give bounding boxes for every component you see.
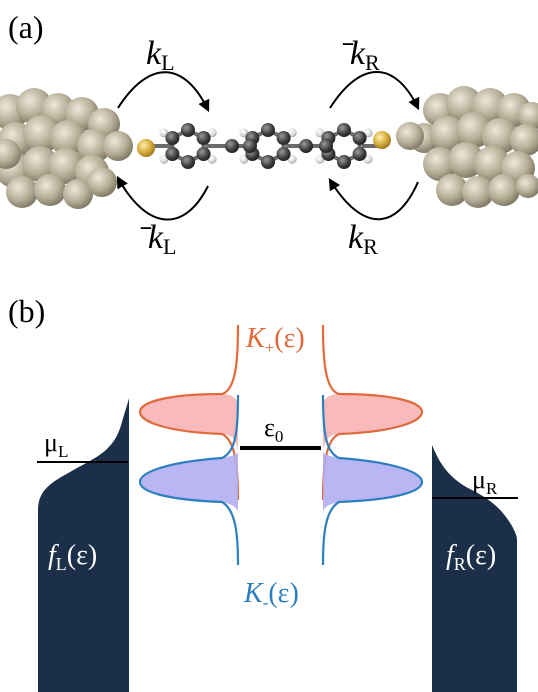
gold-atom <box>87 167 117 197</box>
gold-atom <box>103 131 133 161</box>
K-minus-left <box>138 394 240 566</box>
label-mu-L: μL <box>44 428 68 461</box>
molecule <box>137 123 391 169</box>
carbon-atom <box>243 139 257 153</box>
carbon-atom <box>337 155 351 169</box>
gold-atom <box>462 176 494 208</box>
carbon-atom <box>352 131 367 145</box>
gold-atom <box>436 174 468 206</box>
arrow-k-L <box>117 71 210 113</box>
label-f-L: fL(ε) <box>48 540 97 574</box>
label-f-L-symbol: f <box>48 540 59 571</box>
arrow-kbar-R <box>329 71 420 111</box>
K-plus-left <box>138 324 240 501</box>
label-k-L: kL <box>146 35 175 75</box>
arrow-k-R <box>328 177 419 221</box>
carbon-atom <box>299 139 313 153</box>
label-K-plus: K+(ε) <box>245 323 305 357</box>
carbon-atom <box>225 139 239 153</box>
K-plus-right <box>321 324 424 501</box>
label-kbar-L-sub: L <box>163 234 176 259</box>
label-kbar-R-symbol: k <box>350 35 366 72</box>
label-f-L-sub: L <box>56 554 67 574</box>
label-kbar-L-symbol: k <box>148 219 164 256</box>
label-K-minus-arg: (ε) <box>268 578 298 609</box>
carbon-atom <box>165 131 180 145</box>
fermi-right <box>432 445 517 692</box>
gold-atom <box>63 179 93 209</box>
label-f-R-sub: R <box>454 554 466 574</box>
label-K-minus-symbol: K <box>243 578 264 609</box>
carbon-atom <box>181 155 195 169</box>
label-f-R-arg: (ε) <box>466 540 496 571</box>
label-kbar-R-sub: R <box>365 50 380 75</box>
gold-atom <box>510 124 538 156</box>
label-f-L-arg: (ε) <box>67 540 97 571</box>
label-kbar-L: k̄L <box>140 219 176 259</box>
sulfur-atom <box>373 131 391 149</box>
gold-atom <box>0 139 21 169</box>
label-mu-R: μR <box>472 465 498 498</box>
label-mu-L-symbol: μ <box>44 428 58 457</box>
gold-atom <box>488 174 520 206</box>
gold-atom <box>474 146 510 182</box>
gold-atom <box>396 122 424 150</box>
label-mu-L-sub: L <box>58 442 68 461</box>
label-kbar-R: k̄R <box>342 35 380 75</box>
gold-atom <box>6 176 38 208</box>
carbon-atom <box>165 147 180 161</box>
label-epsilon0: ε0 <box>264 413 283 446</box>
left-electrode <box>0 88 133 209</box>
label-K-plus-sub: + <box>265 338 275 357</box>
label-k-L-symbol: k <box>146 35 162 72</box>
gold-atom <box>34 174 66 206</box>
label-K-minus-sub: - <box>263 593 269 612</box>
carbon-atom <box>337 123 351 137</box>
label-epsilon0-sub: 0 <box>275 427 284 446</box>
carbon-atom <box>196 131 211 145</box>
right-electrode <box>396 86 538 208</box>
K-minus-right <box>321 394 424 566</box>
carbon-atom <box>261 123 275 137</box>
label-f-R-symbol: f <box>446 540 457 571</box>
fermi-left <box>38 398 129 692</box>
carbon-atom <box>319 139 333 153</box>
label-k-R-symbol: k <box>348 219 364 256</box>
arrow-kbar-L <box>116 175 209 221</box>
panel-b-label: (b) <box>8 293 45 329</box>
label-k-R-sub: R <box>363 234 378 259</box>
label-K-minus: K-(ε) <box>243 578 299 612</box>
gold-atom <box>423 147 457 181</box>
gold-atom <box>482 118 518 154</box>
label-k-L-sub: L <box>161 50 174 75</box>
label-K-plus-arg: (ε) <box>274 323 304 354</box>
panel-a: (a) kL k̄R k̄L kR <box>0 9 538 259</box>
gold-atom <box>77 129 111 163</box>
carbon-atom <box>276 131 291 145</box>
label-mu-R-sub: R <box>486 479 498 498</box>
label-epsilon0-symbol: ε <box>264 413 275 442</box>
carbon-atom <box>261 155 275 169</box>
gold-atom <box>22 146 58 182</box>
panel-b: (b) K+(ε) K-(ε) <box>8 293 518 692</box>
gold-atom <box>48 148 84 184</box>
label-f-R: fR(ε) <box>446 540 496 574</box>
label-mu-R-symbol: μ <box>472 465 486 494</box>
gold-atom <box>516 174 538 198</box>
sulfur-atom <box>137 139 155 157</box>
label-K-plus-symbol: K <box>245 323 266 354</box>
carbon-atom <box>181 123 195 137</box>
gold-atom <box>50 120 86 156</box>
carbon-atom <box>276 147 291 161</box>
carbon-atom <box>196 147 211 161</box>
label-k-R: kR <box>348 219 378 259</box>
panel-a-label: (a) <box>8 9 44 45</box>
gold-atom <box>518 102 538 130</box>
carbon-atom <box>352 147 367 161</box>
